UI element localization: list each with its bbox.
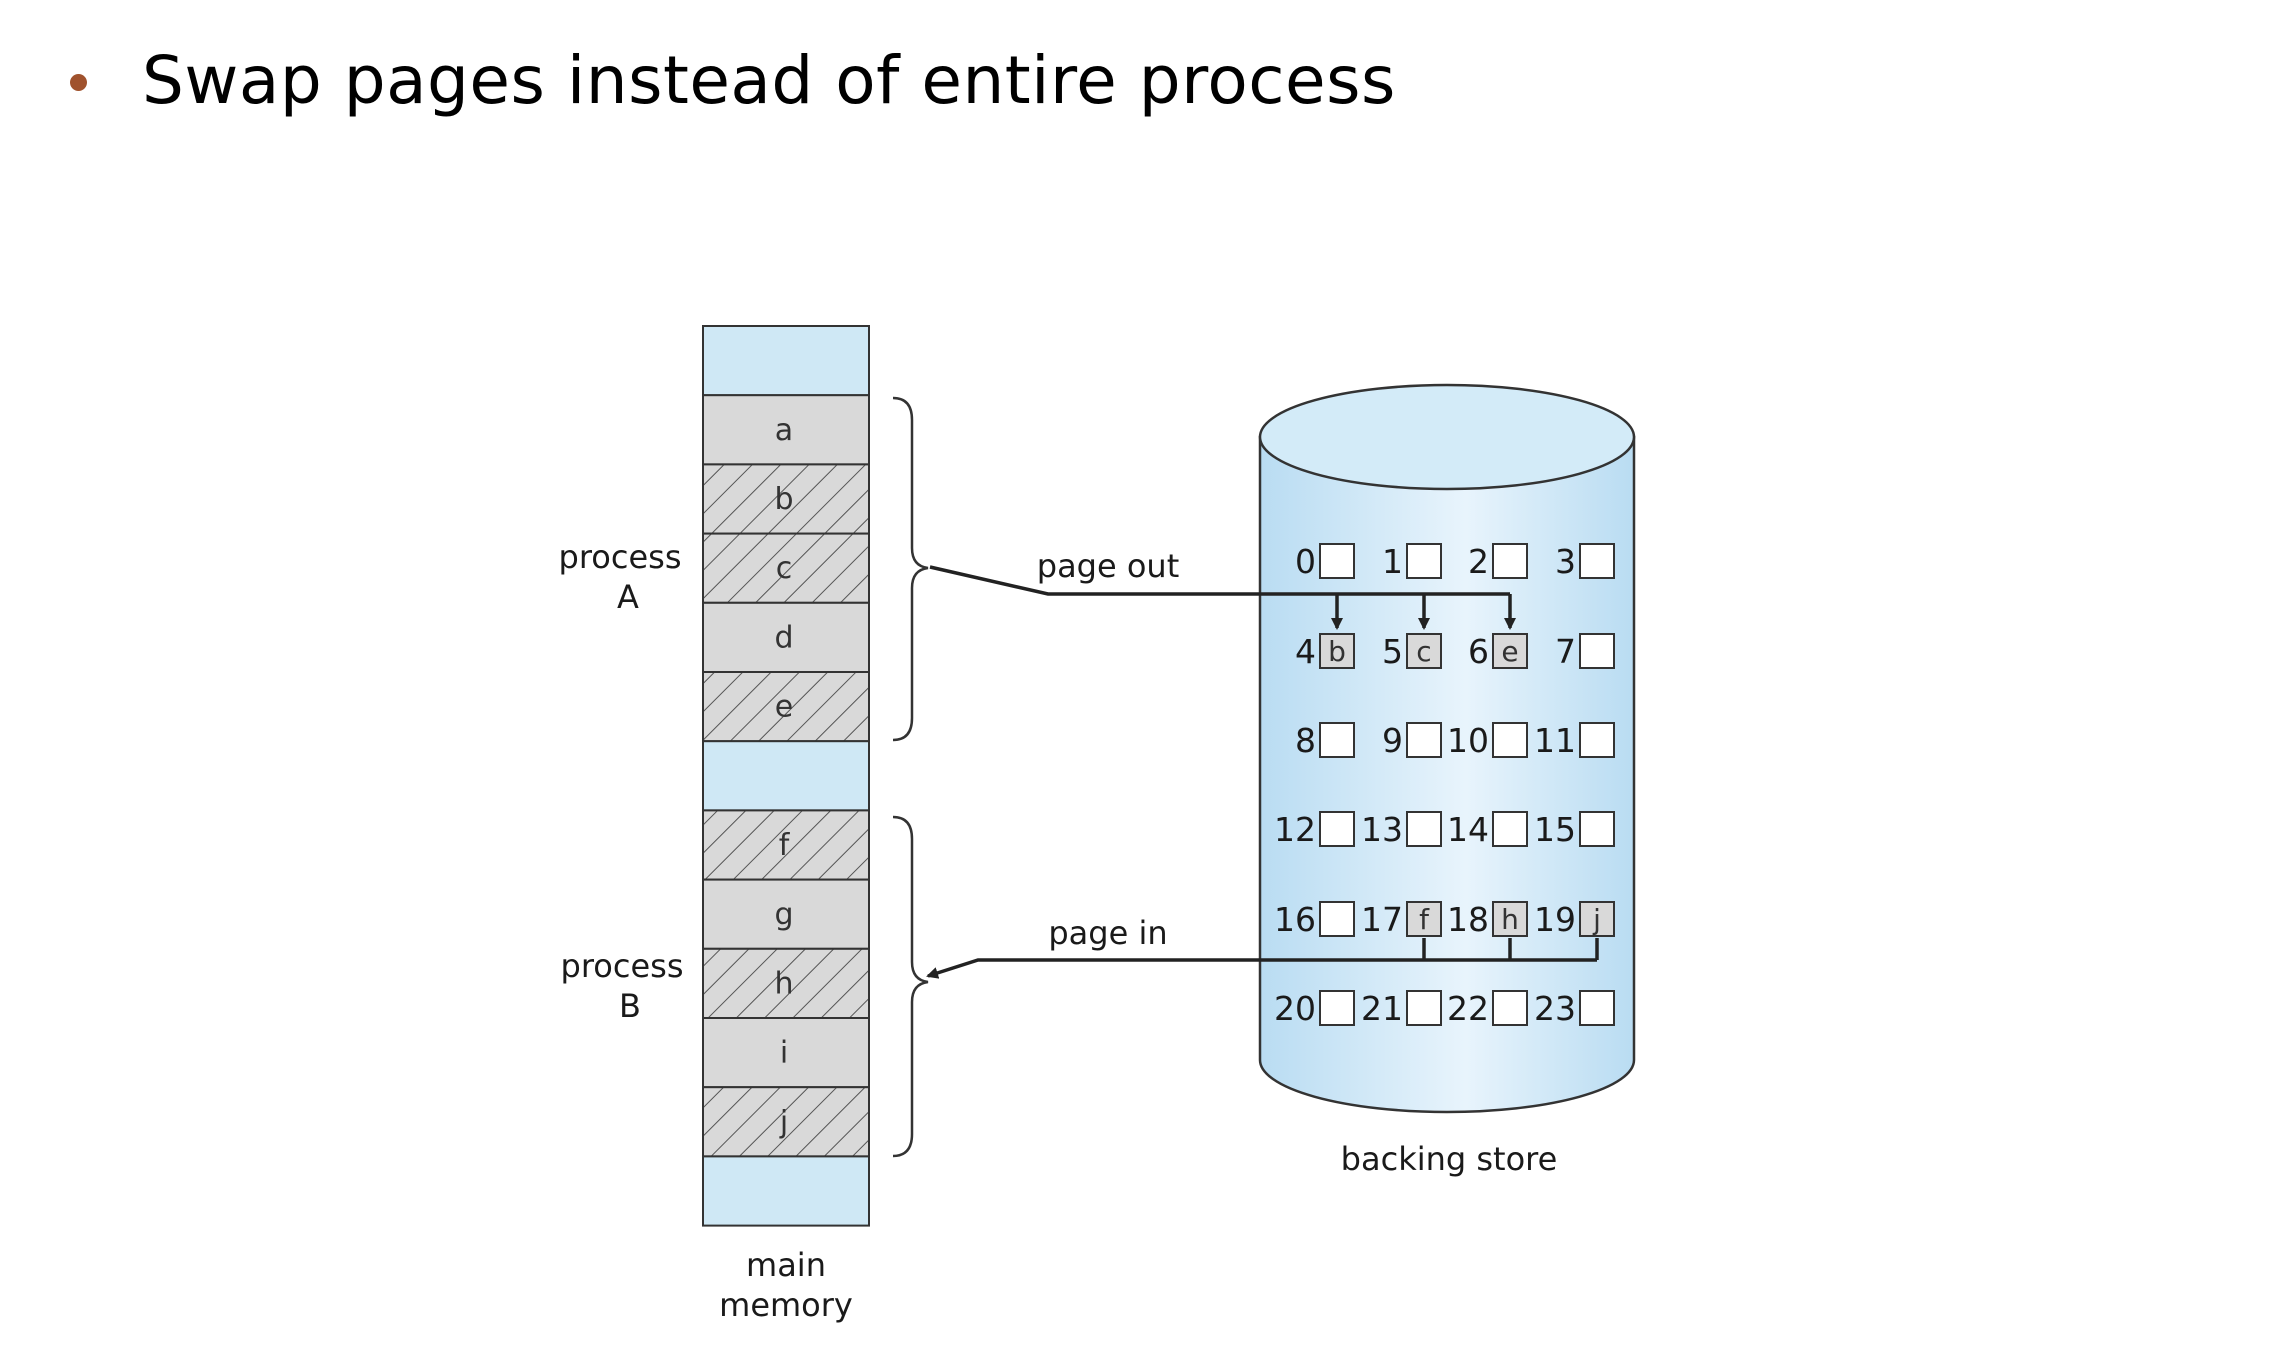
slide-title: Swap pages instead of entire process [70, 42, 1396, 119]
slot-content: e [1501, 635, 1518, 668]
slot-number: 4 [1295, 632, 1316, 671]
memory-page-label: h [774, 966, 793, 1001]
slot-number: 8 [1295, 721, 1316, 760]
slot-box [1492, 811, 1528, 847]
bullet-icon [70, 74, 87, 91]
memory-page-label: d [774, 620, 793, 655]
memory-page-j [702, 1086, 870, 1158]
slot-number: 10 [1447, 721, 1489, 760]
page-out-arrows [929, 565, 1516, 630]
slot-box [1579, 722, 1615, 758]
slot-number: 0 [1295, 542, 1316, 581]
slot-content: f [1419, 903, 1430, 936]
slot-box [1406, 543, 1442, 579]
slot-number: 6 [1468, 632, 1489, 671]
memory-page-b [702, 463, 870, 535]
free-frame [702, 325, 870, 397]
memory-page-label: a [775, 413, 793, 448]
slot-number: 9 [1382, 721, 1403, 760]
slot-box [1406, 722, 1442, 758]
memory-page-label: c [776, 551, 793, 586]
slot-box [1492, 543, 1528, 579]
slot-number: 17 [1361, 900, 1403, 939]
page-out-label: page out [1037, 547, 1180, 585]
slot-number: 19 [1534, 900, 1576, 939]
process-b-brace [892, 815, 929, 1158]
slot-box [1406, 633, 1442, 669]
memory-page-label: f [779, 828, 791, 863]
slot-box [1492, 633, 1528, 669]
slot-number: 22 [1447, 989, 1489, 1028]
slot-box [1579, 901, 1615, 937]
slot-number: 11 [1534, 721, 1576, 760]
slot-number: 15 [1534, 810, 1576, 849]
slot-box [1579, 811, 1615, 847]
slot-number: 21 [1361, 989, 1403, 1028]
free-frame [702, 1155, 870, 1227]
memory-page-h [702, 947, 870, 1019]
slot-box [1319, 722, 1355, 758]
slot-box [1492, 722, 1528, 758]
slot-content: b [1328, 635, 1346, 668]
slot-number: 14 [1447, 810, 1489, 849]
process-a-label-line1: process [559, 538, 682, 576]
slot-box [1406, 811, 1442, 847]
free-frame [702, 740, 870, 812]
memory-page-label: i [780, 1036, 788, 1071]
slot-box [1319, 811, 1355, 847]
slot-number: 23 [1534, 989, 1576, 1028]
memory-page-g [702, 878, 870, 950]
slot-number: 16 [1274, 900, 1316, 939]
memory-page-label: g [774, 897, 793, 932]
slot-content: c [1416, 635, 1431, 668]
backing-store-label: backing store [1341, 1140, 1558, 1178]
slot-box [1579, 633, 1615, 669]
memory-page-label: b [774, 482, 793, 517]
slot-number: 20 [1274, 989, 1316, 1028]
slot-number: 2 [1468, 542, 1489, 581]
slot-box [1319, 543, 1355, 579]
slot-content: j [1592, 903, 1601, 936]
process-b-label-line1: process [561, 947, 684, 985]
slot-box [1579, 990, 1615, 1026]
process-a-label-line2: A [617, 578, 639, 616]
slot-box [1319, 901, 1355, 937]
title-text: Swap pages instead of entire process [142, 42, 1396, 119]
memory-page-i [702, 1017, 870, 1089]
slot-number: 3 [1555, 542, 1576, 581]
memory-page-a [702, 394, 870, 466]
slot-number: 7 [1555, 632, 1576, 671]
memory-page-label: j [779, 1105, 788, 1140]
slot-number: 13 [1361, 810, 1403, 849]
slot-number: 12 [1274, 810, 1316, 849]
slot-box [1492, 901, 1528, 937]
slot-content: h [1501, 903, 1519, 936]
process-a-brace [892, 396, 929, 742]
slot-box [1319, 633, 1355, 669]
slot-box [1406, 901, 1442, 937]
slot-box [1579, 543, 1615, 579]
slot-number: 5 [1382, 632, 1403, 671]
slot-number: 18 [1447, 900, 1489, 939]
page-in-arrows [926, 938, 1599, 979]
main-memory-label-line1: main [746, 1246, 826, 1284]
memory-page-label: e [775, 690, 793, 725]
process-b-label-line2: B [619, 987, 641, 1025]
main-memory-label-line2: memory [719, 1286, 853, 1324]
slot-box [1406, 990, 1442, 1026]
backing-store-cylinder [1258, 383, 1636, 1114]
slot-box [1319, 990, 1355, 1026]
page-in-label: page in [1048, 914, 1167, 952]
slot-box [1492, 990, 1528, 1026]
slot-number: 1 [1382, 542, 1403, 581]
